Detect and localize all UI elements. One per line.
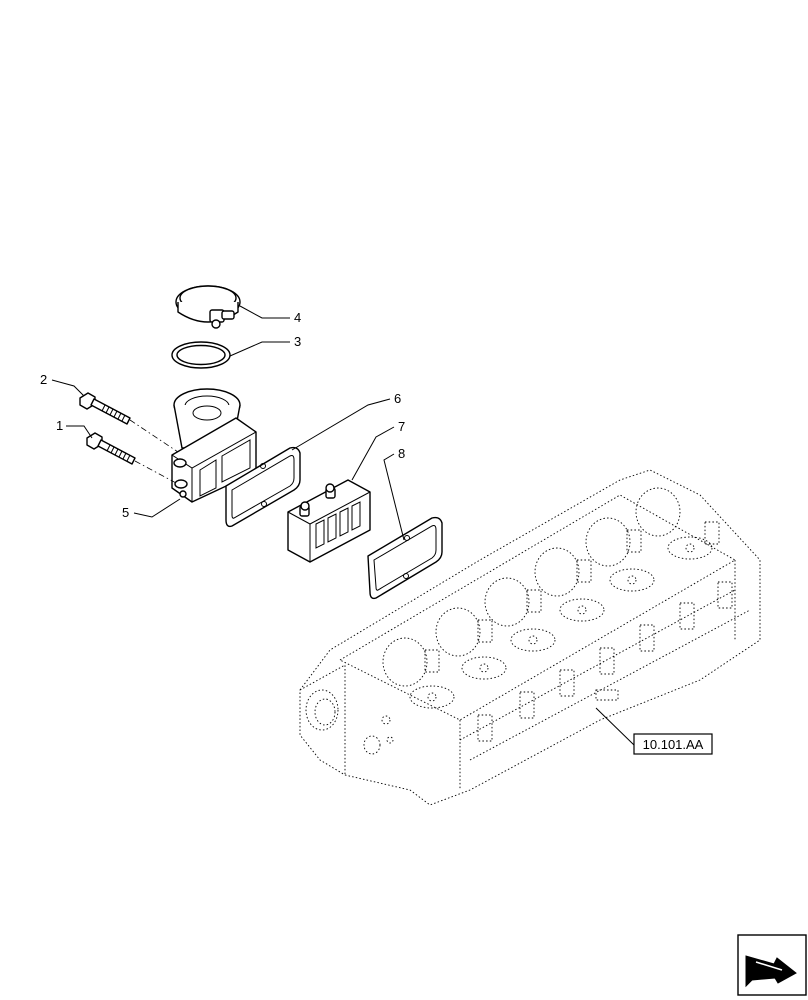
callout-4-label: 4 [294,310,301,325]
part-o-ring [171,341,231,369]
part-hose-clamp [175,285,241,329]
part-bolt-lower [86,432,179,485]
callout-6-label: 6 [394,391,401,406]
callout-2-label: 2 [40,372,47,387]
callout-6: 6 [291,391,401,451]
callout-1-label: 1 [56,418,63,433]
callout-3-label: 3 [294,334,301,349]
part-bolt-upper [79,392,179,453]
callout-5: 5 [122,498,181,520]
callout-2: 2 [40,372,85,397]
next-page-arrow-icon[interactable] [737,934,807,996]
callout-8: 8 [383,446,405,541]
callout-1: 1 [56,418,93,439]
callout-5-label: 5 [122,505,129,520]
cylinder-head-outline [299,469,761,806]
callout-7: 7 [351,419,405,481]
callout-4: 4 [239,305,301,325]
callout-7-label: 7 [398,419,405,434]
reference-label[interactable]: 10.101.AA [643,737,704,752]
part-cover-plate [287,479,371,563]
callout-3: 3 [229,334,301,357]
reference-link[interactable]: 10.101.AA [595,707,713,755]
reference-box[interactable] [633,733,713,755]
part-gasket-small [367,516,443,600]
callout-8-label: 8 [398,446,405,461]
